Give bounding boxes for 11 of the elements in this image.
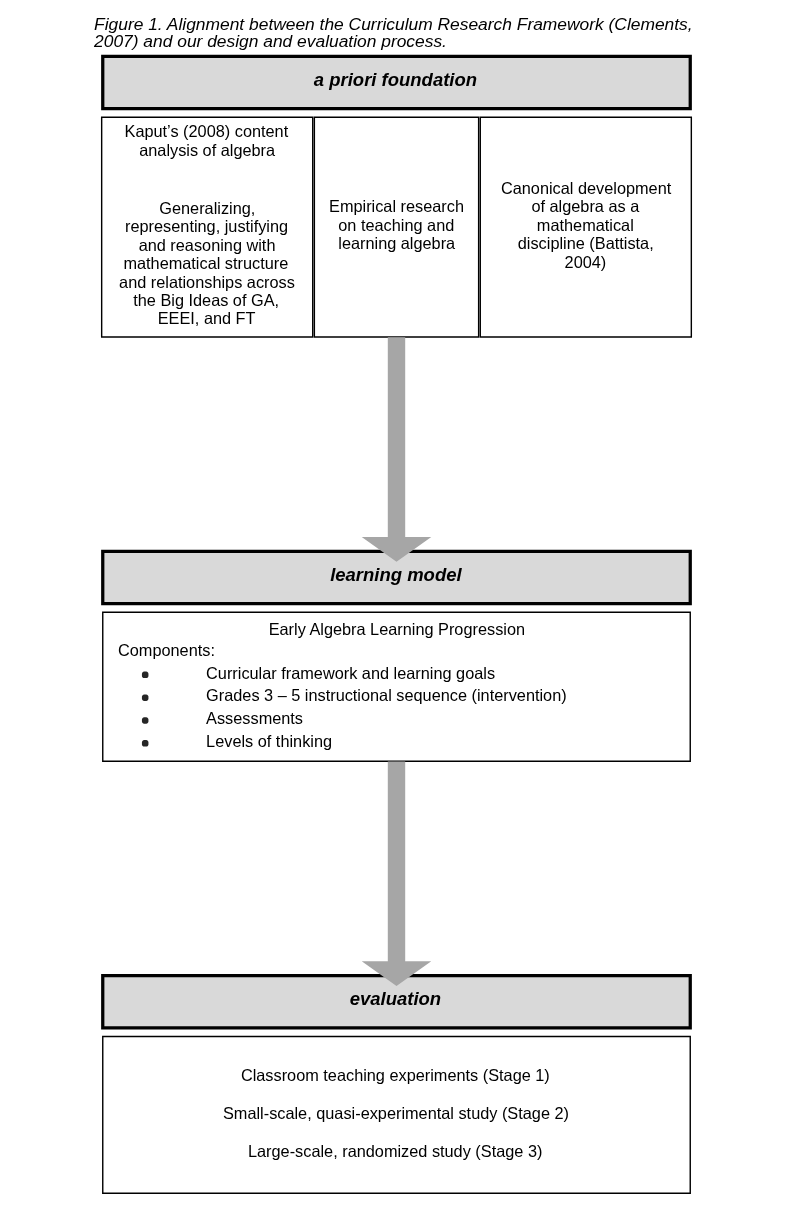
node-box: learning model — [100, 549, 692, 606]
node-box: Empirical research on teaching and learning algebra — [313, 116, 479, 338]
diagram-title: Figure 1. Alignment between the Curriculum Research Framework (Clements, 2007) and our design and evaluation process. — [93, 13, 693, 52]
arrow — [361, 337, 431, 562]
node-box: Early Algebra Learning Progression Components: Curricular framework and learning goals Grades 3 – 5 instructional sequence (intervention) Assessments Levels of thinking — [101, 611, 691, 762]
arrow — [361, 761, 431, 986]
node-box: Classroom teaching experiments (Stage 1) Small-scale, quasi-experimental study (Stage 2) Large-scale, randomized study (Stage 3) — [101, 1035, 691, 1194]
node-box: evaluation — [100, 974, 692, 1030]
node-box: a priori foundation — [100, 54, 692, 111]
node-box: Kaput’s (2008) content analysis of algebra Generalizing, representing, justifying and reasoning with mathematical structure and relationships across the Big Ideas of GA, EEEI, and FT — [100, 116, 313, 338]
node-box: Canonical development of algebra as a mathematical discipline (Battista, 2004) — [479, 116, 692, 338]
